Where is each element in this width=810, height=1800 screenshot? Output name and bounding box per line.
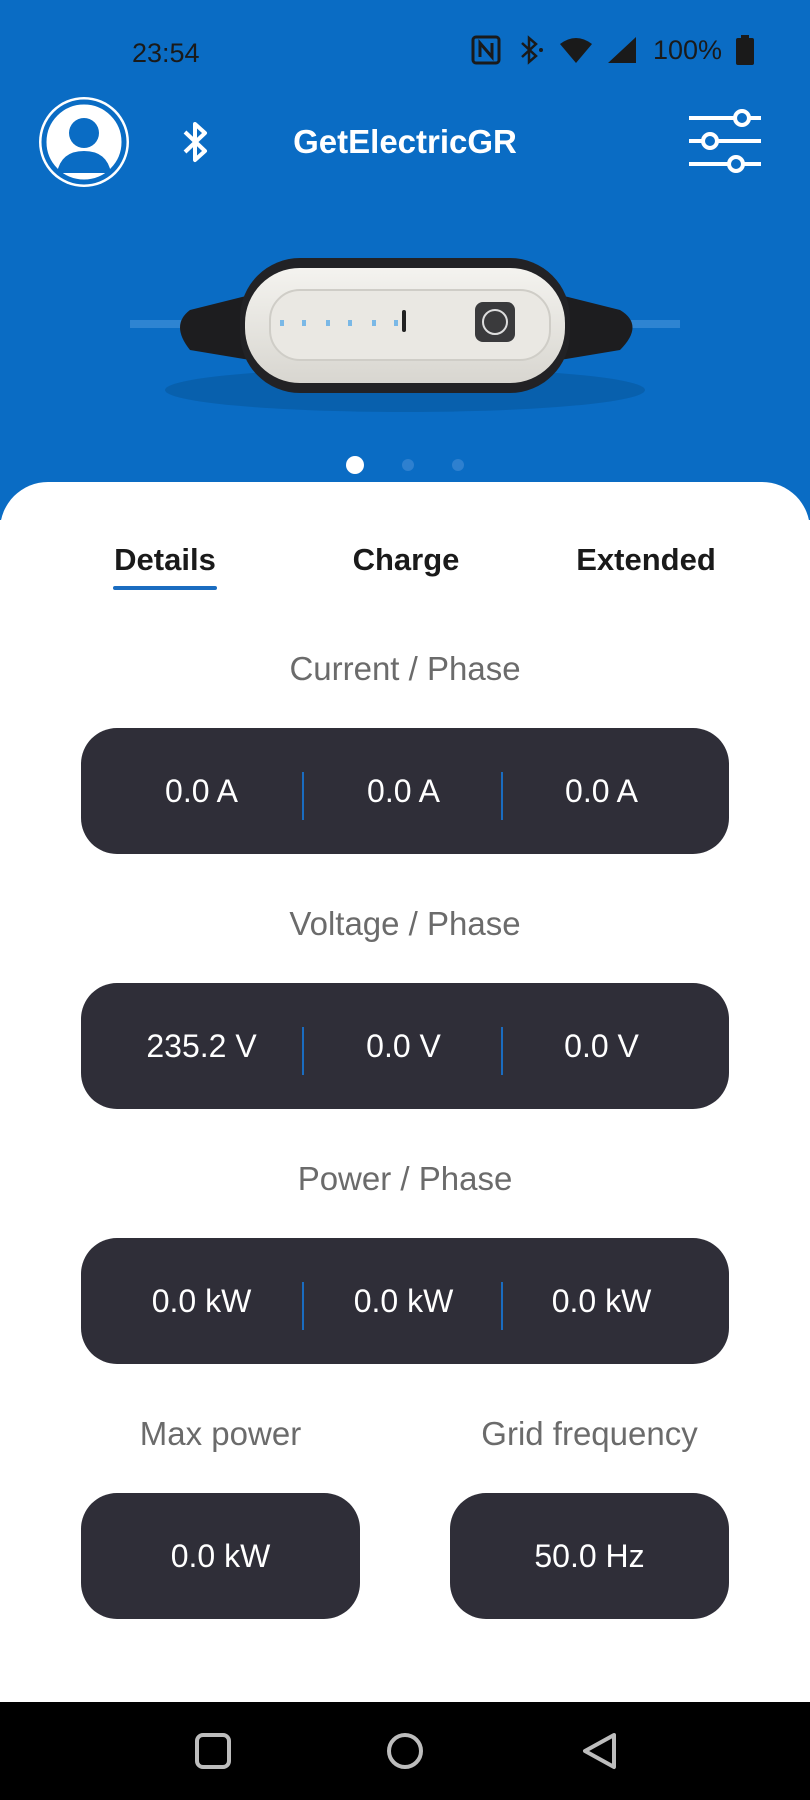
voltage-panel: 235.2 V 0.0 V 0.0 V [81, 983, 729, 1109]
home-button[interactable] [386, 1732, 424, 1775]
user-avatar-icon [41, 99, 127, 185]
divider [302, 1282, 304, 1330]
voltage-label: Voltage / Phase [289, 905, 521, 942]
current-phase-3: 0.0 A [565, 772, 638, 809]
divider [501, 1027, 503, 1075]
power-panel: 0.0 kW 0.0 kW 0.0 kW [81, 1238, 729, 1364]
max-power-value: 0.0 kW [81, 1493, 360, 1619]
wifi-icon [559, 36, 593, 64]
power-phase-1: 0.0 kW [151, 1282, 252, 1319]
settings-button[interactable] [686, 105, 764, 182]
status-time: 23:54 [132, 38, 200, 68]
grid-frequency-value: 50.0 Hz [450, 1493, 729, 1619]
carousel-dot[interactable] [402, 459, 414, 471]
app-header: GetElectricGR [0, 95, 810, 191]
current-phase-2: 0.0 A [367, 772, 440, 809]
status-icons: 100% [471, 34, 754, 66]
back-triangle-icon [583, 1733, 616, 1769]
battery-percent: 100% [652, 34, 722, 65]
recents-button[interactable] [194, 1732, 232, 1775]
power-phase-2: 0.0 kW [353, 1282, 454, 1319]
user-avatar-button[interactable] [39, 97, 129, 187]
max-power-label: Max power [139, 1415, 302, 1452]
charger-device-image [130, 240, 680, 435]
tab-bar: Details Charge Extended [0, 542, 810, 602]
home-circle-icon [387, 1733, 423, 1769]
divider [501, 1282, 503, 1330]
bluetooth-icon[interactable] [176, 119, 216, 170]
carousel-dot[interactable] [452, 459, 464, 471]
carousel-dot[interactable] [346, 456, 364, 474]
divider [302, 1027, 304, 1075]
tab-details[interactable]: Details [114, 542, 216, 577]
status-bar: 23:54 100% [0, 0, 810, 100]
app-title: GetElectricGR [293, 123, 517, 160]
tab-extended[interactable]: Extended [576, 542, 716, 577]
current-panel: 0.0 A 0.0 A 0.0 A [81, 728, 729, 854]
system-nav-bar [0, 1702, 810, 1800]
nfc-icon [471, 35, 501, 65]
grid-frequency-label: Grid frequency [481, 1415, 698, 1452]
tab-selected-indicator [113, 586, 217, 590]
carousel-indicator [0, 456, 810, 474]
battery-icon [736, 35, 754, 65]
divider [302, 772, 304, 820]
divider [501, 772, 503, 820]
voltage-phase-2: 0.0 V [366, 1027, 441, 1064]
settings-sliders-icon [689, 109, 761, 173]
voltage-phase-3: 0.0 V [564, 1027, 639, 1064]
voltage-phase-1: 235.2 V [146, 1027, 257, 1064]
current-label: Current / Phase [289, 650, 521, 687]
tab-charge[interactable]: Charge [352, 542, 460, 577]
power-label: Power / Phase [297, 1160, 513, 1197]
details-sheet: Details Charge Extended Current / Phase … [0, 482, 810, 1702]
bluetooth-icon [515, 34, 545, 66]
power-phase-3: 0.0 kW [551, 1282, 652, 1319]
back-button[interactable] [580, 1732, 618, 1775]
recents-square-icon [195, 1733, 231, 1769]
signal-icon [607, 36, 637, 64]
current-phase-1: 0.0 A [165, 772, 238, 809]
